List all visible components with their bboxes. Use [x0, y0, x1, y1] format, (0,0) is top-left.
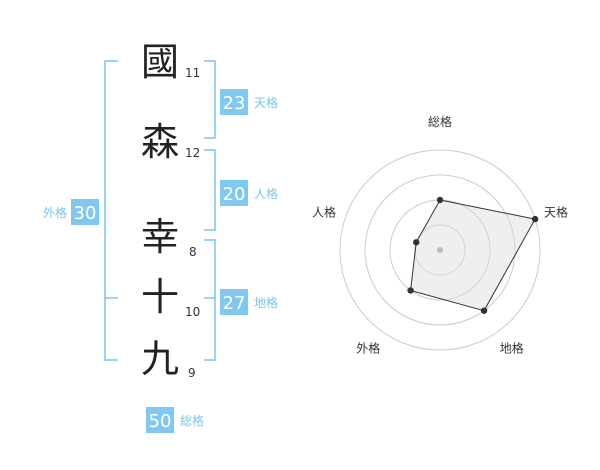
radar-center [437, 247, 443, 253]
ten-badge: 23 天格 [220, 89, 278, 115]
sou-badge: 50 総格 [146, 407, 204, 433]
kanji-2: 森 [141, 120, 179, 164]
gai-bracket [104, 60, 118, 361]
kanji-1: 國 [141, 40, 179, 84]
radar-point-1 [436, 196, 444, 204]
ten-bracket [204, 60, 216, 139]
radar-axis-label-1: 総格 [428, 114, 452, 129]
chi-label: 地格 [254, 295, 278, 310]
stroke-count-3: 8 [189, 245, 197, 259]
chi-bracket [204, 239, 216, 361]
radar-area [410, 199, 536, 312]
radar-ring-4 [339, 149, 541, 351]
sou-value: 50 [149, 411, 172, 432]
chi-badge: 27 地格 [220, 289, 278, 315]
radar-point-2 [531, 215, 539, 223]
radar-point-4 [407, 287, 414, 294]
radar-ring-3 [364, 174, 516, 326]
kanji-5: 九 [141, 337, 179, 381]
gai-value: 30 [74, 203, 97, 224]
radar-axis-label-3: 地格 [500, 341, 524, 356]
gai-label: 外格 [43, 205, 67, 220]
radar-axis-label-5: 人格 [312, 204, 336, 219]
chi-value: 27 [223, 293, 246, 314]
character-1: 國 11 [141, 40, 200, 84]
ten-value: 23 [223, 93, 246, 114]
jin-value: 20 [223, 184, 246, 205]
radar-point-5 [413, 239, 420, 246]
radar-point-3 [480, 307, 488, 314]
jin-label: 人格 [254, 186, 278, 201]
radar-axis-label-2: 天格 [544, 204, 568, 219]
kanji-3: 幸 [141, 215, 179, 259]
gai-badge: 外格 30 [43, 199, 99, 225]
character-2: 森 12 [141, 120, 200, 164]
sou-label: 総格 [180, 413, 204, 428]
character-4: 十 10 [141, 275, 200, 319]
jin-badge: 20 人格 [220, 180, 278, 206]
ten-label: 天格 [254, 95, 278, 110]
kanji-4: 十 [141, 275, 179, 319]
radar-axis-label-4: 外格 [356, 341, 380, 356]
stroke-count-4: 10 [185, 305, 200, 319]
jin-bracket [204, 149, 216, 231]
character-3: 幸 8 [141, 215, 197, 259]
stroke-count-1: 11 [185, 66, 200, 80]
stroke-count-2: 12 [185, 146, 200, 160]
stroke-count-5: 9 [188, 366, 196, 380]
character-5: 九 9 [141, 337, 196, 381]
